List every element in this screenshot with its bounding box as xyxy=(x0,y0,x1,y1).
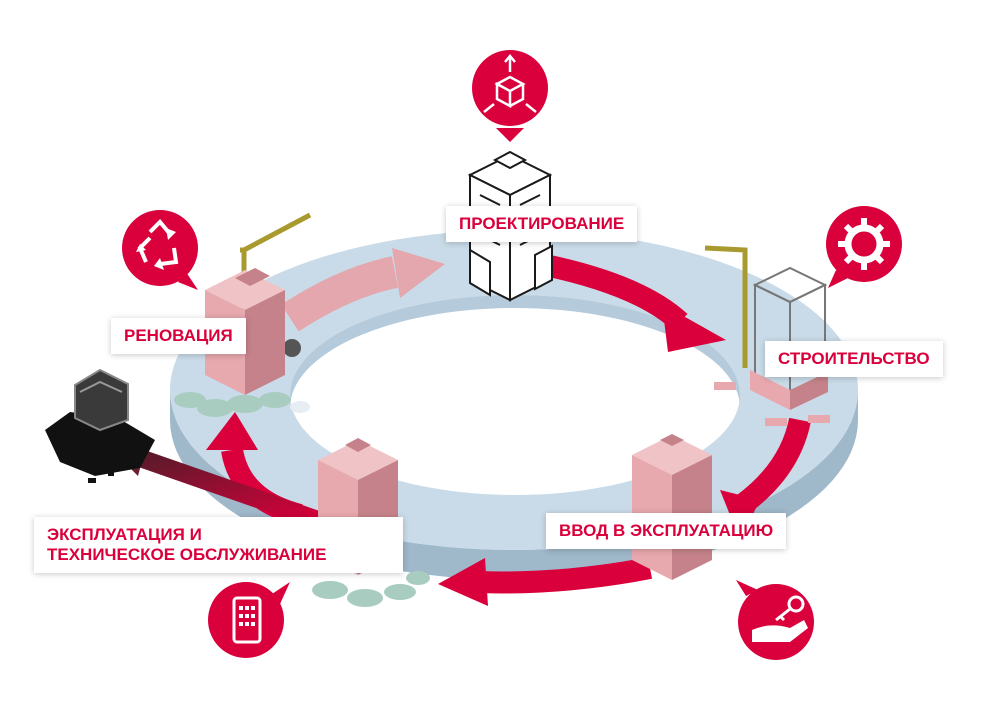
demolition-debris xyxy=(45,368,155,483)
commissioning-building xyxy=(632,434,712,580)
arrow-commissioning-to-operation xyxy=(479,557,653,594)
arrow-operation-to-renovation-head xyxy=(206,412,258,450)
renovation-greenery xyxy=(174,392,310,417)
arrow-renovation-to-design-head xyxy=(392,248,445,298)
gear-icon xyxy=(826,206,902,288)
stage-label-design: ПРОЕКТИРОВАНИЕ xyxy=(446,206,638,242)
stage-label-operation-line1: ЭКСПЛУАТАЦИЯ И xyxy=(47,525,202,544)
hand-key-icon xyxy=(736,580,814,660)
arrow-construction-to-commissioning xyxy=(735,417,811,514)
stage-label-construction: СТРОИТЕЛЬСТВО xyxy=(765,341,943,377)
arrow-design-to-construction-head xyxy=(662,304,726,352)
arrow-renovation-to-design xyxy=(281,256,399,332)
stage-label-operation-line2: ТЕХНИЧЕСКОЕ ОБСЛУЖИВАНИЕ xyxy=(47,545,327,564)
cube-arrows-icon xyxy=(472,50,548,142)
stage-label-renovation: РЕНОВАЦИЯ xyxy=(111,318,246,354)
mobile-phone-icon xyxy=(208,582,290,658)
recycle-icon xyxy=(122,210,198,290)
arrow-operation-to-demolition xyxy=(137,449,321,529)
stage-label-commissioning: ВВОД В ЭКСПЛУАТАЦИЮ xyxy=(546,513,787,549)
renovation-building xyxy=(205,212,312,395)
operation-greenery xyxy=(312,571,430,607)
stage-label-operation: ЭКСПЛУАТАЦИЯ И ТЕХНИЧЕСКОЕ ОБСЛУЖИВАНИЕ xyxy=(34,517,403,573)
arrow-commissioning-to-operation-head xyxy=(438,558,488,606)
